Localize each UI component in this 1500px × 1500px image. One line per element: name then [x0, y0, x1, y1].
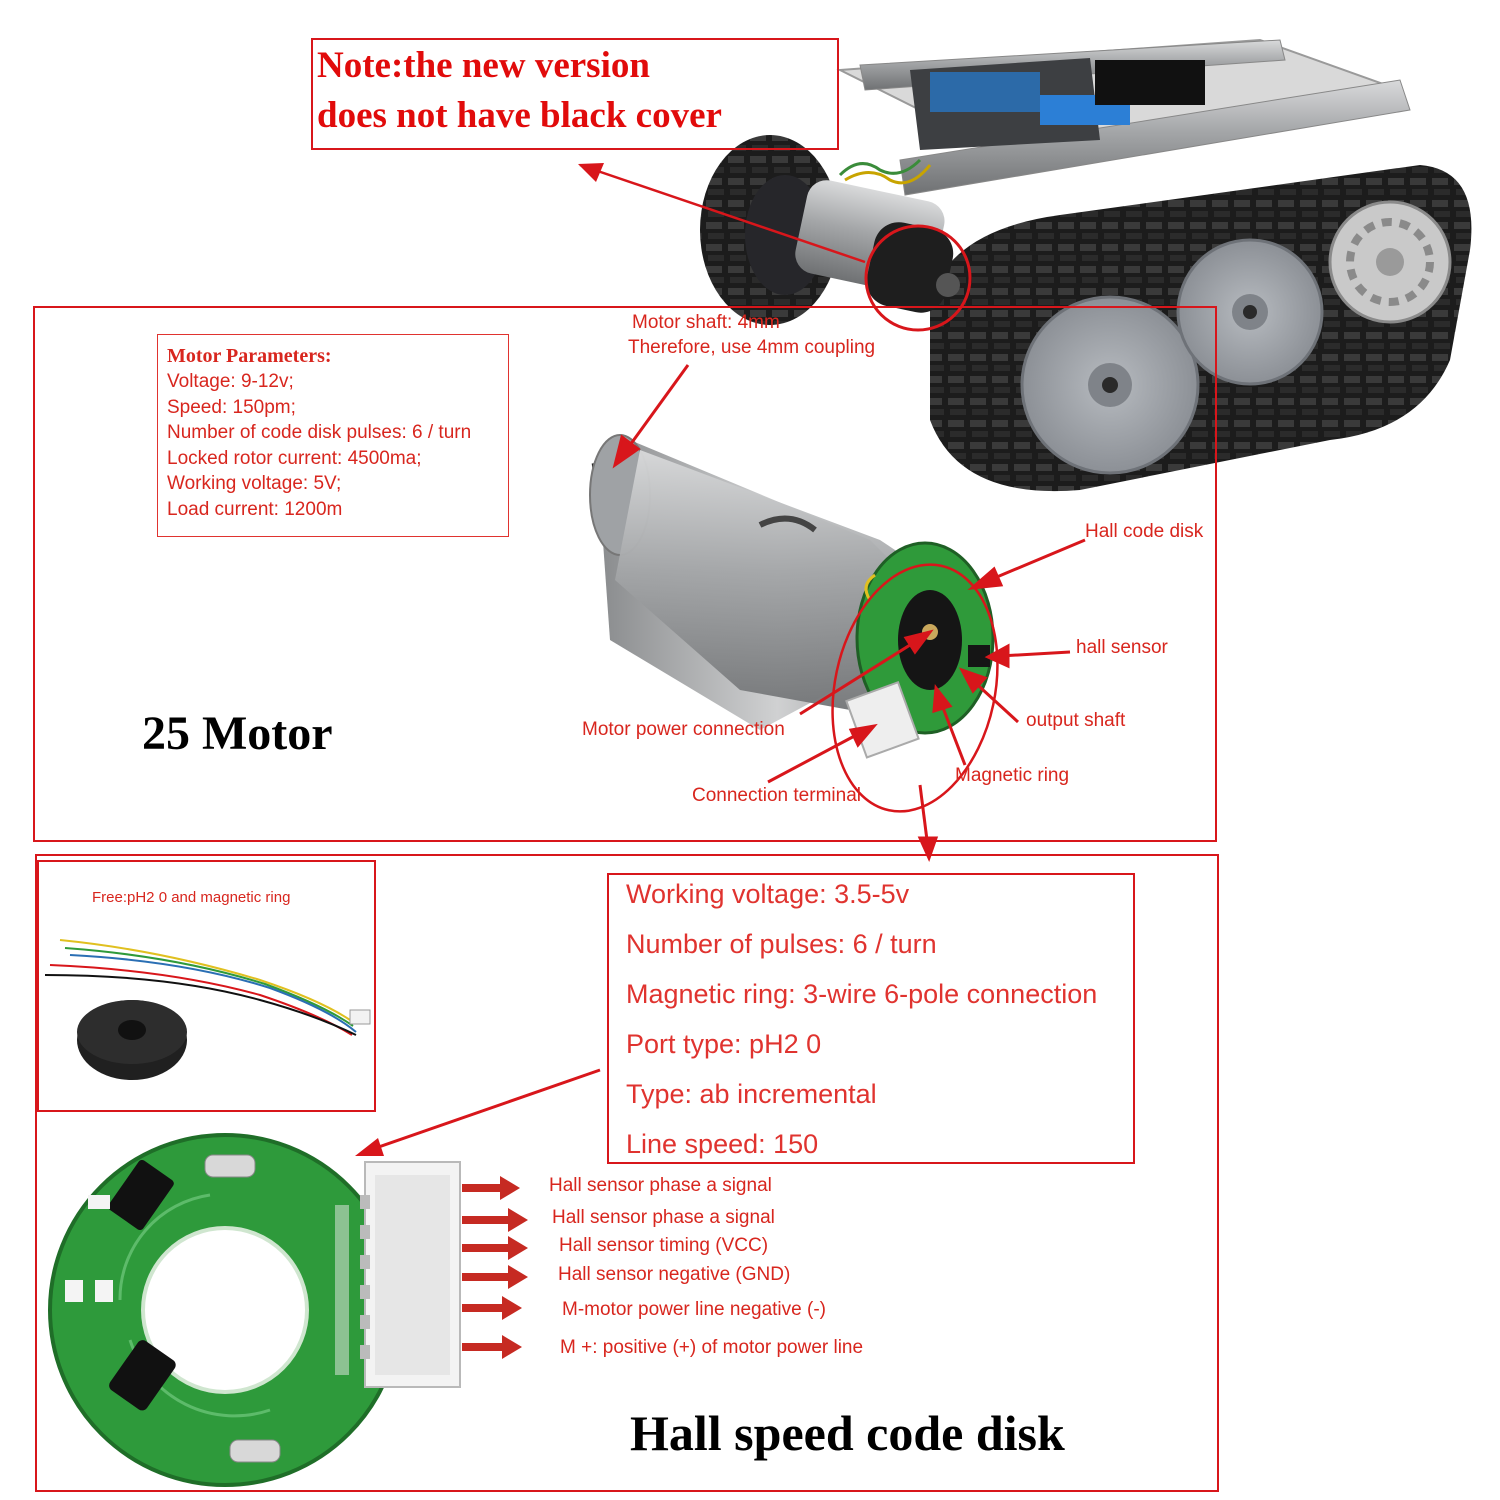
hall-encoder-pcb-photo: [48, 1133, 461, 1487]
pin-label: M +: positive (+) of motor power line: [560, 1337, 864, 1358]
spec-item: Port type: pH2 0: [626, 1029, 822, 1059]
note-text: Note:the new version does not have black…: [317, 41, 722, 141]
param-item: Locked rotor current: 4500ma;: [167, 447, 422, 469]
disk-title: Hall speed code disk: [630, 1405, 1065, 1461]
param-item: Load current: 1200m: [167, 498, 343, 520]
connection-terminal-label: Connection terminal: [692, 785, 861, 806]
pin-label: Hall sensor phase a signal: [552, 1207, 775, 1228]
note-line-2: does not have black cover: [317, 95, 722, 136]
free-accessories-box: [37, 860, 376, 1112]
spec-item: Line speed: 150: [626, 1129, 819, 1159]
pin-arrows: [462, 1176, 528, 1359]
pin-label: Hall sensor negative (GND): [558, 1264, 791, 1285]
hall-sensor-label: hall sensor: [1076, 637, 1168, 658]
note-box: [311, 38, 839, 150]
pin-label: M-motor power line negative (-): [562, 1299, 826, 1320]
spec-item: Type: ab incremental: [626, 1079, 877, 1109]
pin-label: Hall sensor phase a signal: [549, 1175, 772, 1196]
note-line-1: Note:the new version: [317, 45, 650, 86]
gear-motor-photo: [589, 434, 995, 759]
motor-parameters-box: [157, 334, 509, 537]
free-accessories-photo: [44, 939, 371, 1080]
motor-parameters: Motor Parameters: Voltage: 9-12v; Speed:…: [167, 344, 471, 522]
param-item: Voltage: 9-12v;: [167, 371, 294, 392]
motor-section-frame: [33, 306, 1217, 842]
output-shaft-label: output shaft: [1026, 710, 1126, 731]
magnetic-ring-label: Magnetic ring: [955, 765, 1070, 786]
coupling-label: Therefore, use 4mm coupling: [628, 337, 876, 358]
motor-title: 25 Motor: [142, 707, 333, 760]
spec-item: Magnetic ring: 3-wire 6-pole connection: [626, 979, 1098, 1009]
spec-item: Number of pulses: 6 / turn: [626, 929, 937, 959]
motor-parameters-title: Motor Parameters:: [167, 345, 332, 367]
param-item: Number of code disk pulses: 6 / turn: [167, 422, 472, 443]
spec-item: Working voltage: 3.5-5v: [626, 879, 910, 909]
motor-callout-arrows: [612, 364, 1086, 863]
disk-specs-box: [607, 873, 1135, 1164]
tank-chassis-photo: [700, 38, 1472, 492]
encoder-ellipse-highlight: [831, 563, 999, 813]
encoder-highlight-circle: [864, 224, 972, 332]
param-item: Speed: 150pm;: [167, 396, 296, 418]
motor-shaft-label: Motor shaft: 4mm: [632, 312, 780, 333]
disk-specs: Working voltage: 3.5-5v Number of pulses…: [626, 869, 1097, 1169]
motor-power-connection-label: Motor power connection: [582, 719, 785, 740]
free-accessories-label: Free:pH2 0 and magnetic ring: [92, 889, 291, 906]
pin-label: Hall sensor timing (VCC): [559, 1235, 769, 1256]
disk-section-frame: [35, 854, 1219, 1492]
hall-code-disk-label: Hall code disk: [1085, 521, 1204, 542]
param-item: Working voltage: 5V;: [167, 473, 342, 494]
